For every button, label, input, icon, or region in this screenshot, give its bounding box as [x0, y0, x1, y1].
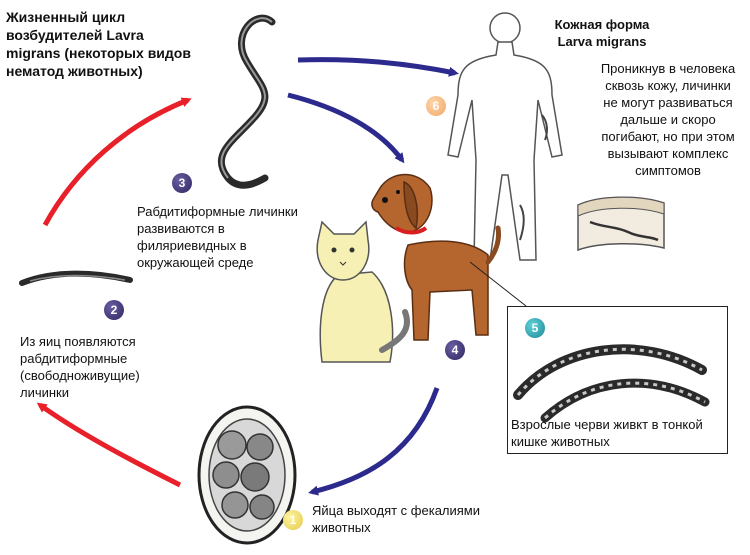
arrow-egg-to-larva	[36, 402, 182, 488]
diagram-title: Жизненный цикл возбудителей Lavra migran…	[6, 9, 191, 79]
rhabditiform-larva-drawing	[19, 270, 133, 286]
arrow-larva-to-filariform	[42, 97, 192, 227]
pointer-line	[469, 261, 527, 307]
skin-form-title: Кожная форма Larva migrans	[554, 17, 650, 49]
step-5-badge: 5	[525, 318, 545, 338]
step-5-text: Взрослые черви живкт в тонкой кишке живо…	[511, 417, 703, 449]
step-3-text: Рабдитиформные личинки развиваются в фил…	[137, 204, 298, 270]
step-1-text: Яйца выходят с фекалиями животных	[312, 503, 481, 535]
dog-drawing	[371, 173, 501, 341]
step-2-badge: 2	[104, 300, 124, 320]
skin-section-drawing	[577, 196, 665, 252]
step-1-badge: 1	[283, 510, 303, 530]
egg-drawing	[197, 405, 297, 545]
arrow-animals-to-egg	[308, 387, 440, 496]
arrow-to-animals	[287, 92, 405, 164]
step-6-badge: 6	[426, 96, 446, 116]
cat-drawing	[316, 220, 410, 363]
step-2-text: Из яиц появляются рабдитиформные (свобод…	[20, 334, 140, 400]
step-3-badge: 3	[172, 173, 192, 193]
arrow-to-human	[297, 57, 459, 77]
step-6-text: Проникнув в человека сквозь кожу, личинк…	[600, 61, 736, 178]
human-figure-drawing	[447, 12, 563, 261]
step-4-badge: 4	[445, 340, 465, 360]
